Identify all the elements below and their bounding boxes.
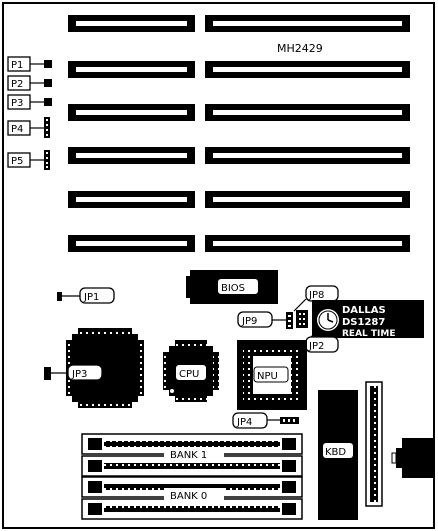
connector-strip xyxy=(365,381,383,507)
bank1-label: BANK 1 xyxy=(170,450,207,461)
jp4-jumper: JP4 xyxy=(232,412,299,429)
memory-banks: BANK 1 BANK 0 xyxy=(81,433,303,520)
npu-socket: NPU xyxy=(237,340,307,410)
expansion-slot-opening xyxy=(76,67,187,72)
expansion-slot-opening xyxy=(76,110,187,115)
kbd-label: KBD xyxy=(325,447,346,458)
jp3-label: JP3 xyxy=(71,369,87,380)
expansion-slot-opening xyxy=(213,153,402,158)
npu-label: NPU xyxy=(257,371,278,382)
keyboard-connector xyxy=(391,438,434,478)
jp1-jumper: JP1 xyxy=(57,287,115,304)
expansion-slot-opening xyxy=(76,21,187,26)
jp9-label: JP9 xyxy=(241,316,257,327)
chipset-left: JP3 xyxy=(44,328,144,408)
kbd-chip: KBD xyxy=(318,390,358,520)
jp2-label: JP2 xyxy=(308,341,324,352)
expansion-slot-opening xyxy=(76,241,187,246)
expansion-slot-opening xyxy=(76,153,187,158)
p4-connector xyxy=(44,117,50,138)
p1-connector xyxy=(44,60,52,68)
jp8-label: JP8 xyxy=(308,290,324,301)
p4-label: P4 xyxy=(11,124,23,135)
jp3-jumper xyxy=(44,367,51,380)
p3-label: P3 xyxy=(11,98,23,109)
rtc-line1: DALLAS xyxy=(342,305,386,316)
p5-connector xyxy=(44,150,50,170)
p5-label: P5 xyxy=(11,156,23,167)
p-connectors: P1 P2 P3 P4 P5 xyxy=(7,56,52,170)
rtc-area: JP8 JP9 DALLAS DS1287 REAL TIME JP2 xyxy=(237,285,424,353)
expansion-slot-opening xyxy=(213,67,402,72)
bios-chip: BIOS xyxy=(186,270,278,304)
jp1-label: JP1 xyxy=(83,292,99,303)
bank0-label: BANK 0 xyxy=(170,491,207,502)
p2-label: P2 xyxy=(11,79,23,90)
cpu-label: CPU xyxy=(179,369,199,380)
expansion-slot-opening xyxy=(213,110,402,115)
p2-connector xyxy=(44,79,52,87)
board-model-label: MH2429 xyxy=(277,42,323,55)
cpu-chip: CPU xyxy=(163,340,219,402)
expansion-slots-left xyxy=(68,15,195,252)
expansion-slot-opening xyxy=(76,197,187,202)
jp8-jumper xyxy=(296,310,308,328)
rtc-line2: DS1287 xyxy=(342,317,385,328)
expansion-slot-opening xyxy=(213,197,402,202)
bios-label: BIOS xyxy=(221,283,245,294)
p3-connector xyxy=(44,98,52,106)
expansion-slots-right xyxy=(205,15,410,252)
rtc-line3: REAL TIME xyxy=(342,329,396,339)
jp4-label: JP4 xyxy=(236,417,252,428)
expansion-slot-opening xyxy=(213,21,402,26)
expansion-slot-opening xyxy=(213,241,402,246)
p1-label: P1 xyxy=(11,60,23,71)
